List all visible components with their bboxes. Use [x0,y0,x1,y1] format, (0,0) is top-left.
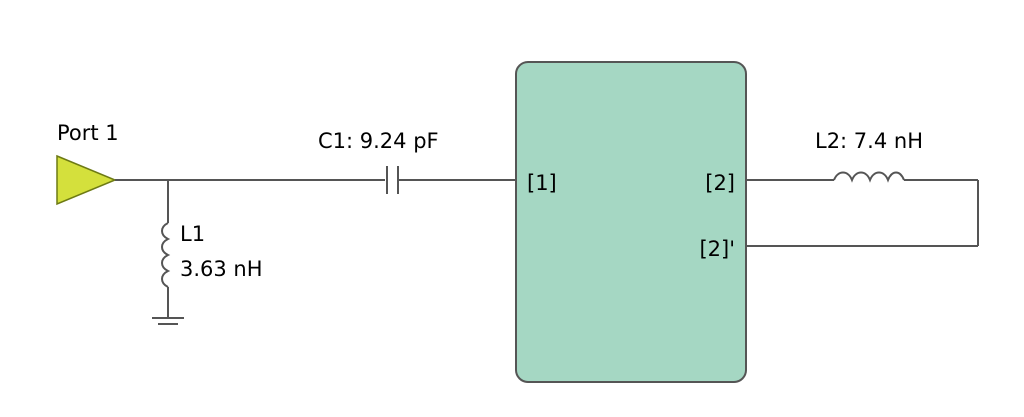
l1-inductor-coil[interactable] [161,222,171,288]
block-pin-2-label: [2] [705,171,735,195]
port-1-label: Port 1 [57,121,119,145]
l2-inductor-coil[interactable] [833,171,905,183]
two-port-block[interactable] [515,61,747,383]
l1-name-label: L1 [180,222,205,246]
c1-capacitor[interactable] [386,166,399,194]
block-pin-1-label: [1] [527,171,557,195]
ground-symbol [152,317,184,325]
block-pin-2-prime-label: [2]' [699,237,735,261]
l2-label: L2: 7.4 nH [815,129,923,153]
c1-label: C1: 9.24 pF [318,129,439,153]
l1-value-label: 3.63 nH [180,257,263,281]
port-1-symbol[interactable] [56,154,117,206]
